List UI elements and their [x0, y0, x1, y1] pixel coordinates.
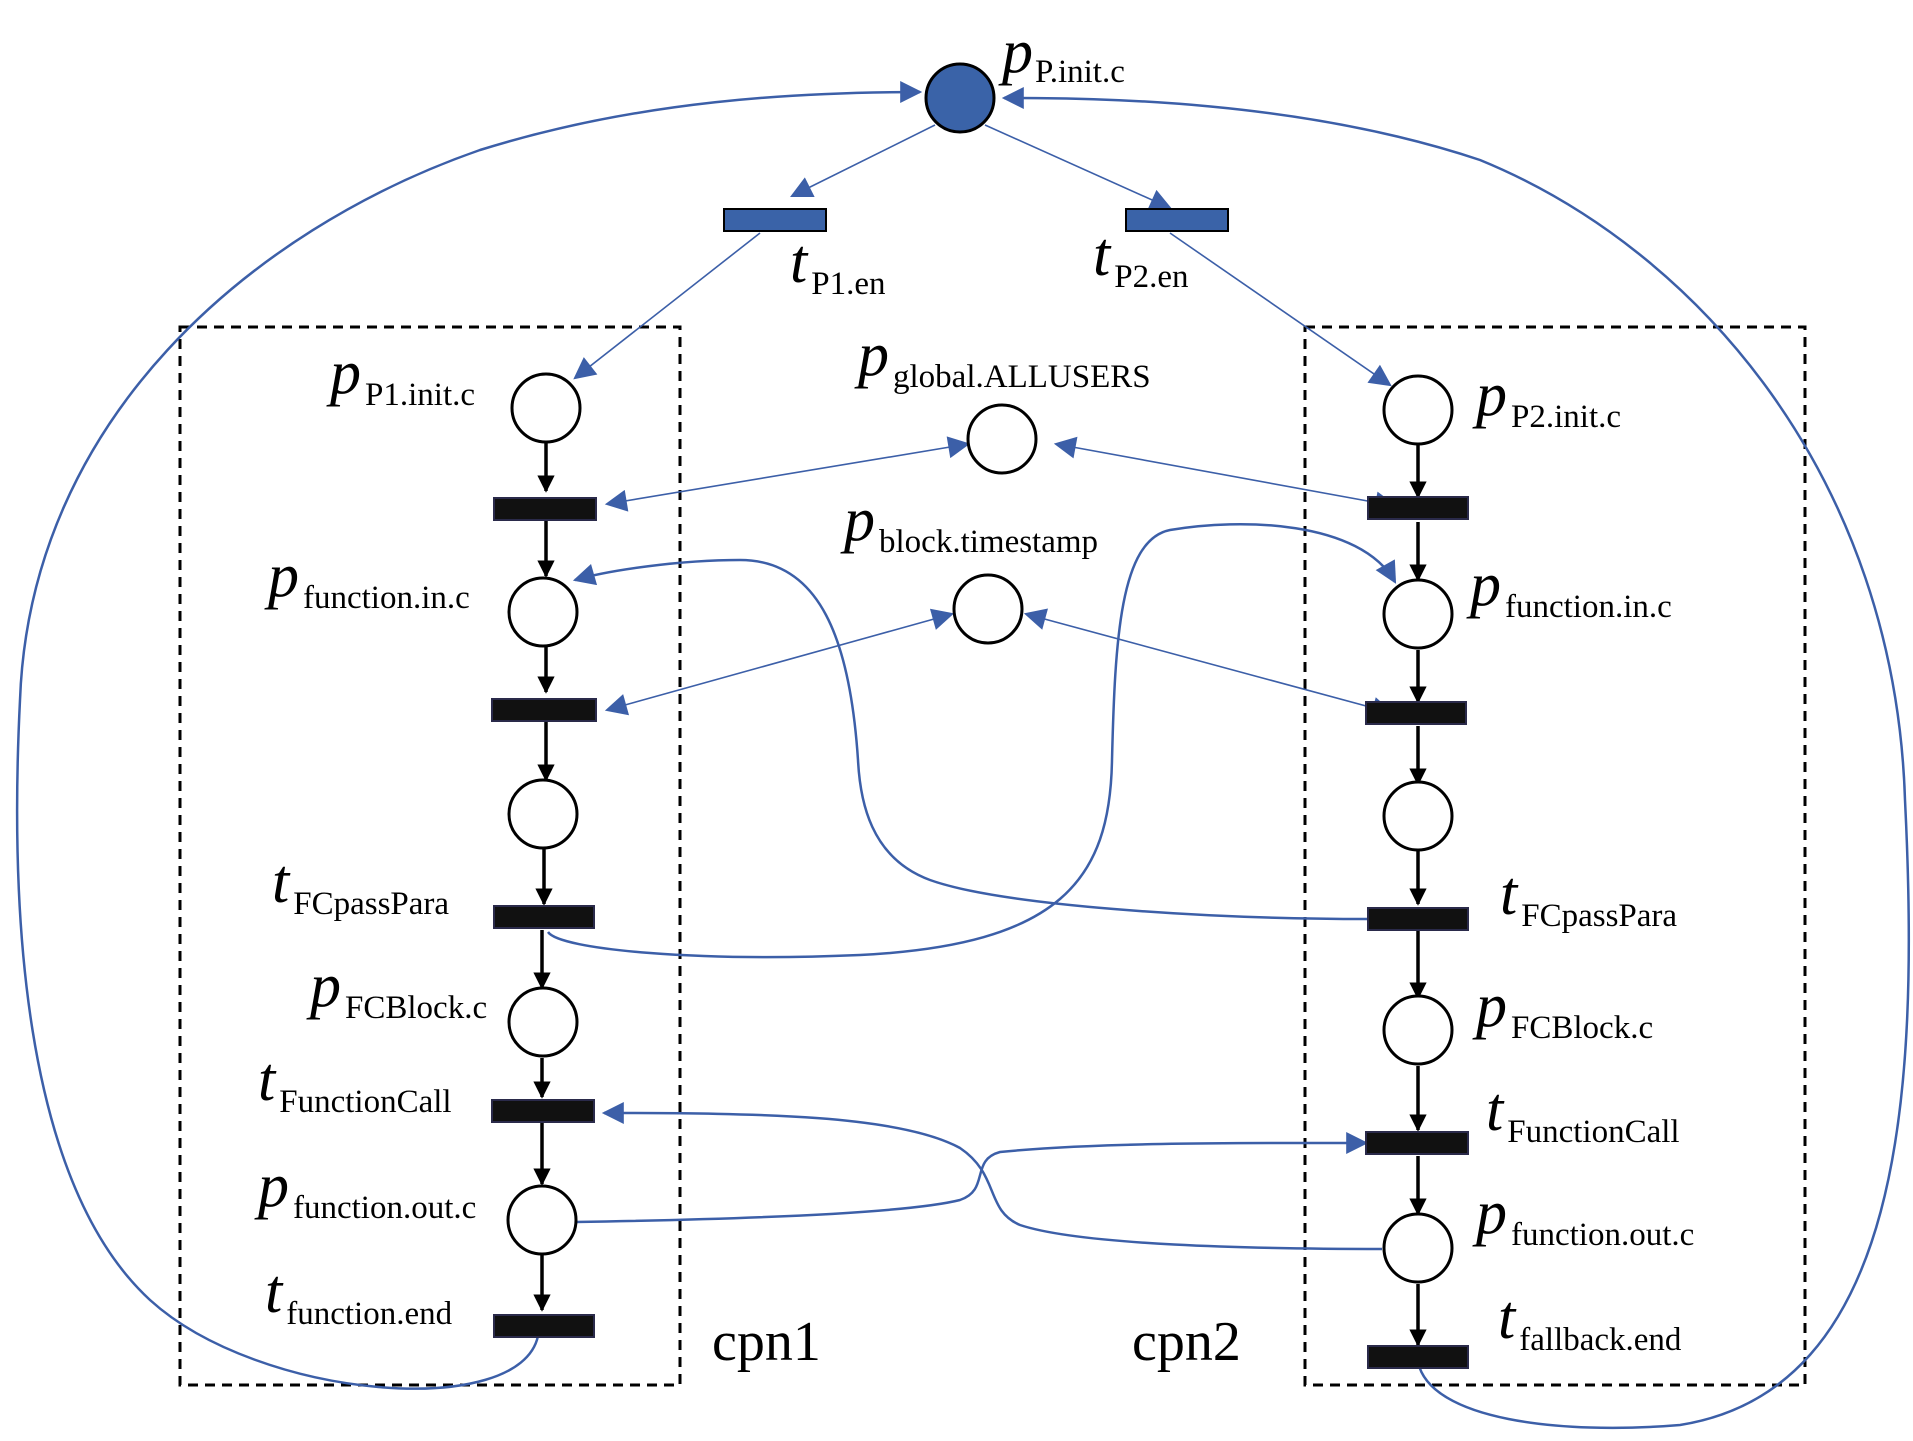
arc-tp1-to-p1init	[573, 232, 761, 380]
cpn1-place-p1-init	[510, 372, 582, 444]
cpn1-place-fcblock	[507, 986, 579, 1058]
cpn2-boundary	[1303, 325, 1807, 1387]
transition-t-p1-en	[723, 208, 827, 232]
arc-block-cpn2	[1023, 608, 1395, 719]
cpn2-transition-fallback-end	[1367, 1345, 1469, 1369]
net-label-cpn1: cpn1	[712, 1311, 821, 1373]
cpn1-boundary	[178, 325, 682, 1387]
label-p-init: pP.init.c	[998, 18, 1125, 90]
cpn2-transition-function-in	[1365, 701, 1467, 725]
place-p-init	[924, 62, 996, 134]
arc-global-cpn1	[604, 436, 971, 512]
cpn2-transition-fcpasspara	[1367, 907, 1469, 931]
arc-cpn1-out-to-cpn2-call	[574, 1131, 1369, 1224]
arc-init-to-tp1	[790, 124, 936, 198]
cpn2-transition-init	[1367, 496, 1469, 520]
cpn2-transition-functioncall	[1365, 1131, 1469, 1155]
cpn2-place-intermediate	[1382, 780, 1454, 852]
cpn1-place-intermediate	[507, 778, 579, 850]
net-label-cpn2: cpn2	[1132, 1311, 1241, 1373]
arc-init-to-tp2	[984, 124, 1173, 210]
transition-t-p2-en	[1125, 208, 1229, 232]
cpn2-place-p2-init	[1382, 374, 1454, 446]
arc-cpn2-out-to-cpn1-call	[601, 1102, 1383, 1251]
cpn1-transition-function-end	[493, 1314, 595, 1338]
arc-cpn1-passpara-to-cpn2-in	[546, 522, 1397, 959]
place-global-allusers	[966, 403, 1038, 475]
arc-cpn2-passpara-to-cpn1-in	[572, 558, 1369, 921]
arc-cpn2-end-to-init	[1001, 87, 1911, 1430]
arc-tp2-to-p2init	[1169, 232, 1392, 387]
cpn1-place-function-in	[507, 576, 579, 648]
cpn1-transition-function-in	[491, 698, 597, 722]
cpn1-transition-fcpasspara	[493, 905, 595, 929]
arc-global-cpn2	[1053, 436, 1398, 514]
arc-cpn1-end-to-init	[15, 81, 923, 1390]
cpn2-place-function-out	[1382, 1212, 1454, 1284]
cpn2-place-fcblock	[1382, 994, 1454, 1066]
cpn1-transition-functioncall	[491, 1099, 595, 1123]
cpn2-place-function-in	[1382, 578, 1454, 650]
arc-block-cpn1	[604, 608, 955, 716]
cpn1-transition-init	[493, 497, 597, 521]
place-block-timestamp	[952, 573, 1024, 645]
cpn1-place-function-out	[506, 1184, 578, 1256]
